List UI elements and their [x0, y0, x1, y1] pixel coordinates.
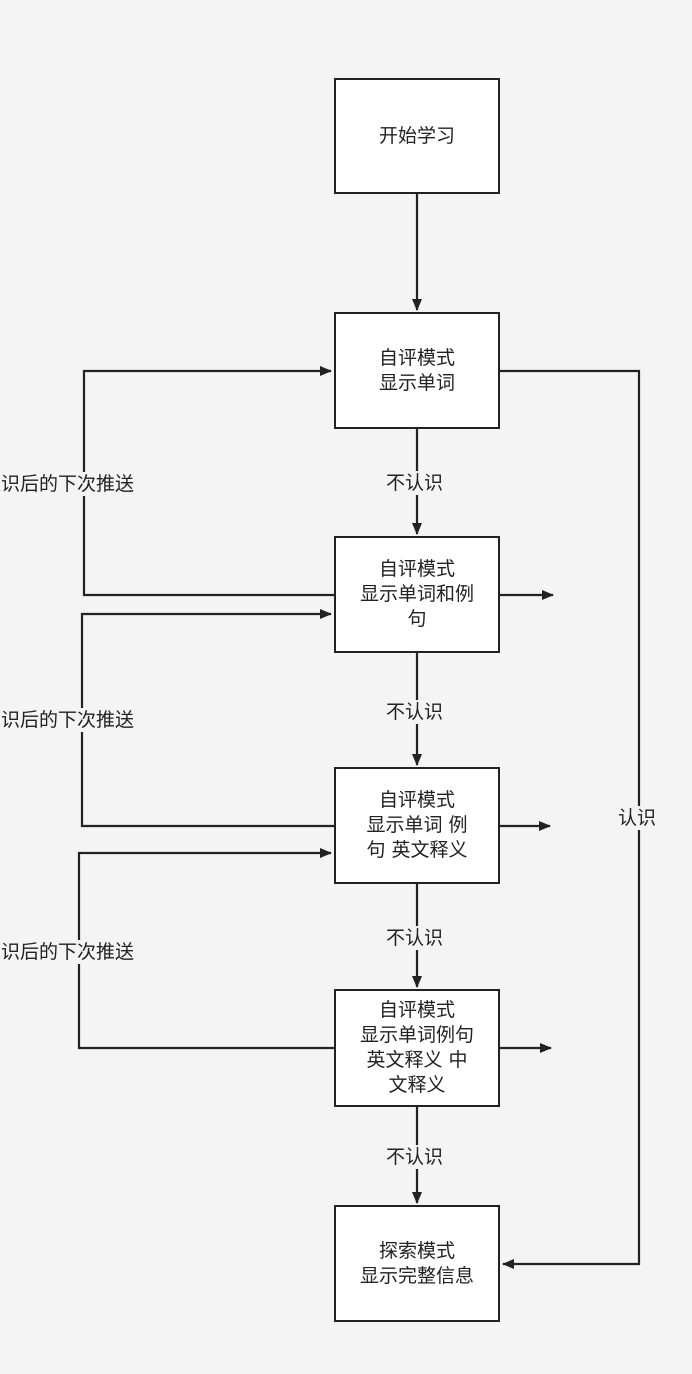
- node-step4-line-3: 英文释义 中: [366, 1049, 468, 1071]
- label-not-know-2: 不认识: [386, 700, 444, 724]
- label-next-push-2: 认识后的下次推送: [0, 708, 135, 732]
- node-step4-line-1: 自评模式: [378, 999, 455, 1021]
- node-step2-line-2: 显示单词和例: [359, 583, 474, 605]
- node-explore: 探索模式 显示完整信息: [334, 1205, 500, 1322]
- node-start: 开始学习: [334, 78, 500, 194]
- node-step1-line-2: 显示单词: [378, 371, 455, 394]
- node-step3-line-1: 自评模式: [378, 789, 455, 811]
- label-not-know-1: 不认识: [386, 471, 444, 495]
- node-start-line-1: 开始学习: [378, 124, 455, 147]
- node-step2-line-1: 自评模式: [378, 558, 455, 580]
- node-step4: 自评模式 显示单词例句 英文释义 中 文释义: [334, 989, 500, 1107]
- node-explore-line-2: 显示完整信息: [359, 1264, 474, 1287]
- label-not-know-3: 不认识: [386, 926, 444, 950]
- node-step2-line-3: 句: [407, 608, 427, 630]
- node-explore-line-1: 探索模式: [378, 1239, 455, 1262]
- node-step4-line-4: 文释义: [388, 1074, 446, 1096]
- label-next-push-3: 认识后的下次推送: [0, 940, 135, 964]
- node-step1-line-1: 自评模式: [378, 346, 455, 369]
- label-next-push-1: 认识后的下次推送: [0, 472, 135, 496]
- node-step4-line-2: 显示单词例句: [359, 1024, 474, 1046]
- node-step3-line-3: 句 英文释义: [366, 839, 468, 861]
- node-step3: 自评模式 显示单词 例 句 英文释义: [334, 767, 500, 884]
- label-know: 认识: [618, 806, 657, 830]
- label-not-know-4: 不认识: [386, 1145, 444, 1169]
- node-step3-line-2: 显示单词 例: [366, 814, 468, 836]
- node-step2: 自评模式 显示单词和例 句: [334, 536, 500, 653]
- node-step1: 自评模式 显示单词: [334, 312, 500, 429]
